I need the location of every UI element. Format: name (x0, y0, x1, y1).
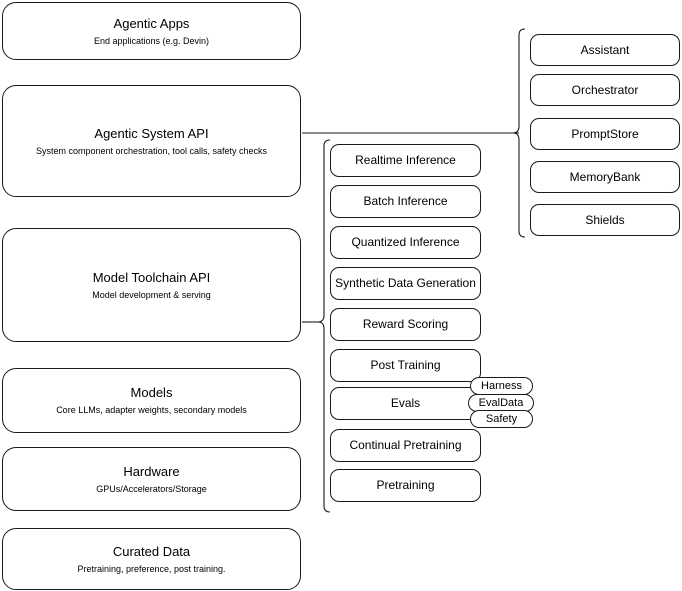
system-component-label: MemoryBank (569, 169, 641, 184)
evals-subitem-safety[interactable]: Safety (470, 410, 533, 428)
system-component-label: Shields (585, 212, 625, 227)
layer-agentic-system-api[interactable]: Agentic System API System component orch… (2, 85, 301, 197)
layer-subtitle: System component orchestration, tool cal… (35, 145, 268, 156)
capability-label: Synthetic Data Generation (335, 276, 476, 290)
capability-reward-scoring[interactable]: Reward Scoring (330, 308, 481, 341)
capability-label: Pretraining (376, 478, 435, 492)
evals-subitem-harness[interactable]: Harness (470, 377, 533, 395)
layer-models[interactable]: Models Core LLMs, adapter weights, secon… (2, 368, 301, 433)
layer-subtitle: Pretraining, preference, post training. (77, 563, 226, 574)
layer-title: Curated Data (112, 543, 191, 559)
system-component-label: Orchestrator (571, 82, 639, 97)
capability-label: Realtime Inference (355, 153, 456, 167)
capability-label: Reward Scoring (362, 317, 449, 331)
capability-label: Post Training (370, 358, 441, 372)
layer-hardware[interactable]: Hardware GPUs/Accelerators/Storage (2, 447, 301, 511)
layer-title: Hardware (123, 463, 180, 479)
system-component-promptstore[interactable]: PromptStore (530, 118, 680, 150)
capability-evals[interactable]: Evals (330, 387, 481, 420)
capability-batch-inference[interactable]: Batch Inference (330, 185, 481, 218)
layer-title: Agentic Apps (113, 15, 190, 31)
toolchain-capabilities-brace (317, 139, 331, 513)
system-component-memorybank[interactable]: MemoryBank (530, 161, 680, 193)
system-component-label: Assistant (580, 42, 630, 57)
layer-agentic-apps[interactable]: Agentic Apps End applications (e.g. Devi… (2, 2, 301, 60)
capability-label: Quantized Inference (351, 235, 460, 249)
system-component-orchestrator[interactable]: Orchestrator (530, 74, 680, 106)
capability-post-training[interactable]: Post Training (330, 349, 481, 382)
layer-model-toolchain-api[interactable]: Model Toolchain API Model development & … (2, 228, 301, 342)
layer-curated-data[interactable]: Curated Data Pretraining, preference, po… (2, 528, 301, 590)
capability-label: Evals (390, 396, 421, 410)
capability-continual-pretraining[interactable]: Continual Pretraining (330, 429, 481, 462)
evals-subitem-label: Harness (481, 379, 522, 392)
layer-subtitle: Model development & serving (92, 289, 211, 300)
capability-quantized-inference[interactable]: Quantized Inference (330, 226, 481, 259)
capability-label: Continual Pretraining (349, 438, 462, 452)
capability-realtime-inference[interactable]: Realtime Inference (330, 144, 481, 177)
system-component-label: PromptStore (571, 126, 639, 141)
evals-subitem-label: EvalData (478, 396, 524, 409)
capability-label: Batch Inference (363, 194, 448, 208)
layer-title: Agentic System API (94, 125, 209, 141)
system-component-assistant[interactable]: Assistant (530, 34, 680, 66)
layer-subtitle: Core LLMs, adapter weights, secondary mo… (56, 405, 247, 415)
system-component-shields[interactable]: Shields (530, 204, 680, 236)
layer-title: Models (130, 385, 173, 400)
layer-title: Model Toolchain API (92, 269, 211, 285)
layer-subtitle: End applications (e.g. Devin) (93, 35, 210, 46)
evals-subitem-label: Safety (485, 412, 518, 425)
capability-pretraining[interactable]: Pretraining (330, 469, 481, 502)
layer-subtitle: GPUs/Accelerators/Storage (96, 483, 207, 494)
system-components-brace (512, 28, 526, 238)
capability-synthetic-data-generation[interactable]: Synthetic Data Generation (330, 267, 481, 300)
